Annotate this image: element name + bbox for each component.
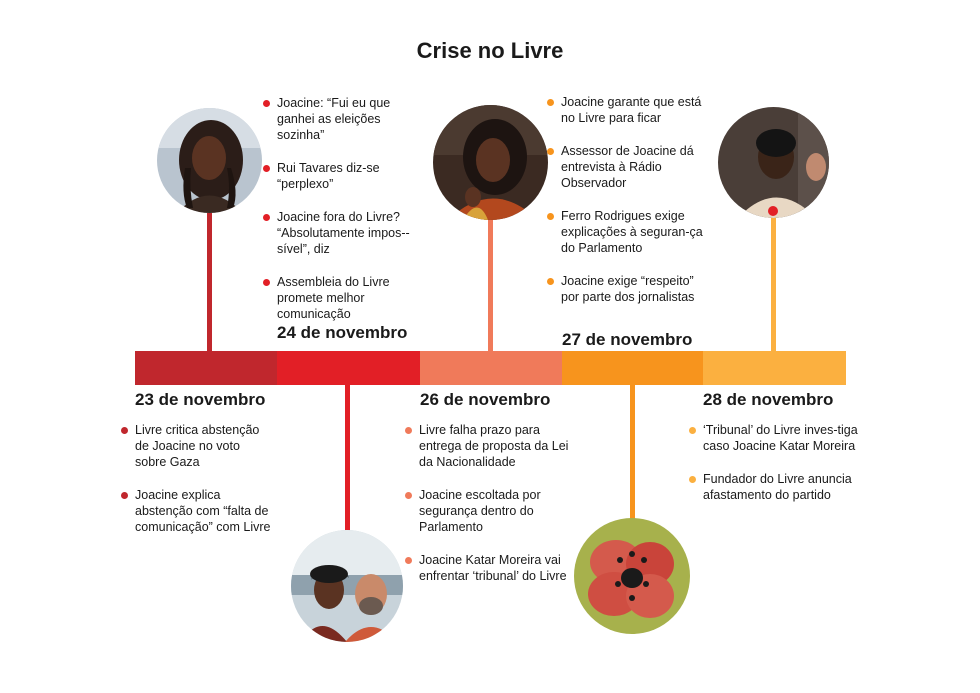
date-label-nov24: 24 de novembro [277, 323, 408, 342]
bullet-dot-icon [547, 99, 554, 106]
event-text: Joacine escoltada por segurança dentro d… [419, 488, 541, 534]
event-item: Fundador do Livre anuncia afastamento do… [689, 471, 869, 503]
event-text: Assembleia do Livre promete melhor comun… [277, 275, 390, 321]
event-list-nov27: Joacine garante que está no Livre para f… [547, 94, 712, 305]
connector-nov26 [488, 210, 493, 351]
date-label-nov28: 28 de novembro [703, 390, 834, 409]
date-label-nov23: 23 de novembro [135, 390, 266, 409]
timeline-segment-nov26 [420, 351, 562, 385]
bullet-dot-icon [689, 427, 696, 434]
connector-nov27 [630, 385, 635, 520]
timeline-segment-nov28 [703, 351, 846, 385]
date-label-nov27: 27 de novembro [562, 330, 693, 349]
portrait-photo-nov28 [718, 107, 829, 218]
event-list-nov24: Joacine: “Fui eu que ganhei as eleições … [263, 95, 413, 322]
event-text: Joacine fora do Livre? “Absolutamente im… [277, 210, 410, 256]
portrait-photo-nov24 [291, 530, 403, 642]
event-item: Joacine explica abstenção com “falta de … [121, 487, 271, 535]
bullet-dot-icon [263, 214, 270, 221]
connector-nov24 [345, 385, 350, 533]
event-item: Joacine: “Fui eu que ganhei as eleições … [263, 95, 413, 143]
bullet-dot-icon [547, 278, 554, 285]
bullet-dot-icon [121, 427, 128, 434]
connector-nov28 [771, 212, 776, 351]
event-item: Livre falha prazo para entrega de propos… [405, 422, 575, 470]
bullet-dot-icon [263, 165, 270, 172]
event-item: Joacine fora do Livre? “Absolutamente im… [263, 209, 413, 257]
event-text: Livre falha prazo para entrega de propos… [419, 423, 569, 469]
event-item: Joacine exige “respeito” por parte dos j… [547, 273, 712, 305]
event-list-nov28: ‘Tribunal’ do Livre inves-tiga caso Joac… [689, 422, 869, 503]
portrait-photo-nov23 [157, 108, 262, 213]
event-item: Rui Tavares diz-se “perplexo” [263, 160, 413, 192]
connector-nov23 [207, 205, 212, 351]
timeline-segment-nov27 [562, 351, 703, 385]
page-title: Crise no Livre [416, 38, 564, 63]
event-item: Joacine garante que está no Livre para f… [547, 94, 712, 126]
event-item: Joacine escoltada por segurança dentro d… [405, 487, 575, 535]
event-text: Joacine Katar Moreira vai enfrentar ‘tri… [419, 553, 567, 583]
event-item: Assembleia do Livre promete melhor comun… [263, 274, 413, 322]
event-text: Livre critica abstenção de Joacine no vo… [135, 423, 260, 469]
bullet-dot-icon [263, 279, 270, 286]
bullet-dot-icon [547, 148, 554, 155]
bullet-dot-icon [121, 492, 128, 499]
event-item: ‘Tribunal’ do Livre inves-tiga caso Joac… [689, 422, 869, 454]
event-text: Assessor de Joacine dá entrevista à Rádi… [561, 144, 694, 190]
bullet-dot-icon [405, 427, 412, 434]
event-text: Joacine explica abstenção com “falta de … [135, 488, 271, 534]
event-list-nov26: Livre falha prazo para entrega de propos… [405, 422, 575, 584]
portrait-photo-nov26 [433, 105, 548, 220]
event-text: Joacine exige “respeito” por parte dos j… [561, 274, 695, 304]
event-text: Fundador do Livre anuncia afastamento do… [703, 472, 852, 502]
bullet-dot-icon [689, 476, 696, 483]
event-text: Joacine: “Fui eu que ganhei as eleições … [277, 96, 391, 142]
event-list-nov23: Livre critica abstenção de Joacine no vo… [121, 422, 271, 535]
bullet-dot-icon [263, 100, 270, 107]
event-text: Joacine garante que está no Livre para f… [561, 95, 702, 125]
bullet-dot-icon [547, 213, 554, 220]
date-label-nov26: 26 de novembro [420, 390, 551, 409]
bullet-dot-icon [405, 557, 412, 564]
event-item: Assessor de Joacine dá entrevista à Rádi… [547, 143, 712, 191]
timeline-segment-nov23 [135, 351, 277, 385]
event-text: Ferro Rodrigues exige explicações à segu… [561, 209, 703, 255]
bullet-dot-icon [405, 492, 412, 499]
event-item: Ferro Rodrigues exige explicações à segu… [547, 208, 712, 256]
event-item: Livre critica abstenção de Joacine no vo… [121, 422, 271, 470]
poppy-flower-image [574, 518, 690, 634]
event-item: Joacine Katar Moreira vai enfrentar ‘tri… [405, 552, 575, 584]
event-text: Rui Tavares diz-se “perplexo” [277, 161, 380, 191]
timeline-segment-nov24 [277, 351, 420, 385]
event-text: ‘Tribunal’ do Livre inves-tiga caso Joac… [703, 423, 858, 453]
